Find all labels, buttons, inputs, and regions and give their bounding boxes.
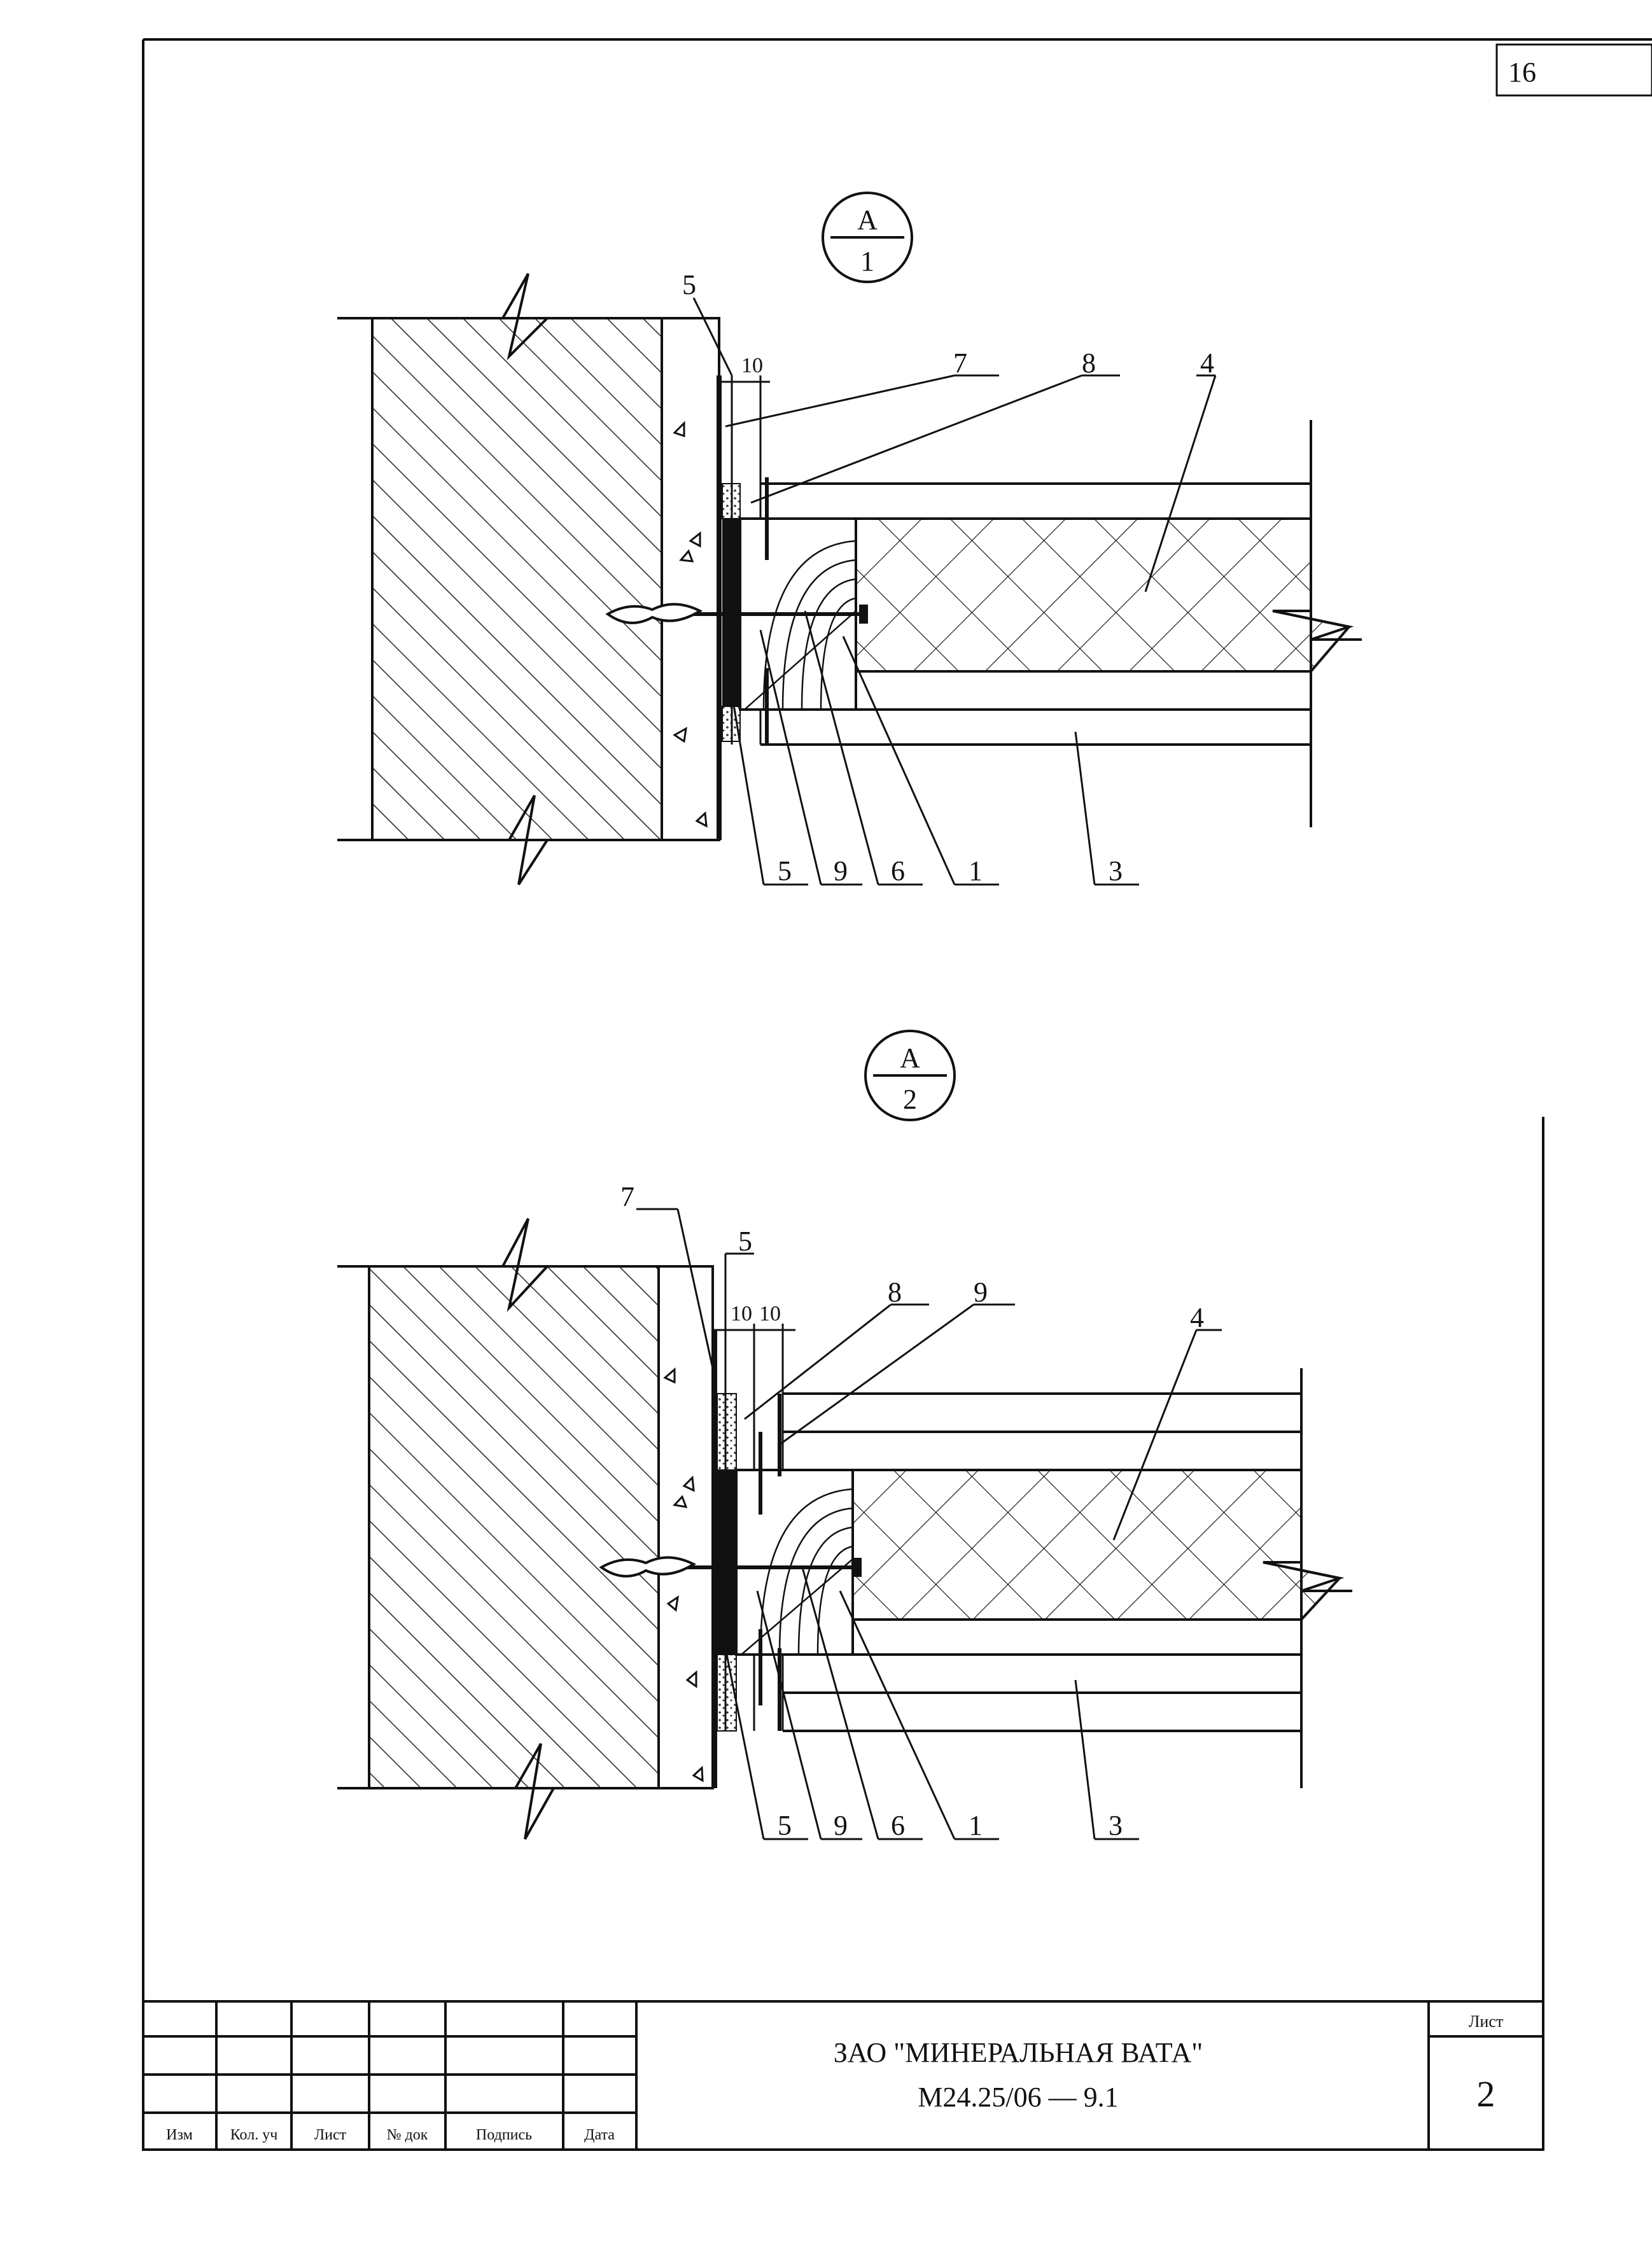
break-line-bottom — [337, 1743, 655, 1840]
label-top-5: 5 — [682, 269, 696, 300]
column-kol-uch: Кол. уч — [230, 2127, 278, 2143]
detail-marker-a1: А 1 — [822, 192, 913, 283]
label-top-4: 4 — [1190, 1302, 1204, 1333]
sheet-number: 2 — [1477, 2073, 1495, 2115]
column-list: Лист — [314, 2127, 347, 2143]
label-bottom-3: 3 — [1109, 855, 1123, 886]
label-top-7: 7 — [953, 347, 967, 379]
label-bottom-5: 5 — [778, 1810, 792, 1841]
label-top-8: 8 — [1082, 347, 1096, 379]
mineral-wool — [851, 1469, 1342, 1621]
dimension-label: 10 — [731, 1302, 752, 1326]
dimension-label: 10 — [741, 354, 763, 377]
title-block: Изм Кол. уч Лист № док Подпись Дата ЗАО … — [142, 2000, 1544, 2151]
label-bottom-9: 9 — [834, 1810, 848, 1841]
page-number-box: 16 — [1495, 43, 1652, 97]
marker-number: 2 — [903, 1084, 917, 1115]
mineral-wool — [855, 517, 1352, 673]
company-name: ЗАО "МИНЕРАЛЬНАЯ ВАТА" — [834, 2037, 1203, 2068]
break-line-top — [337, 273, 655, 361]
label-bottom-6: 6 — [891, 1810, 905, 1841]
anchor-bolt — [605, 603, 868, 624]
label-bottom-9: 9 — [834, 855, 848, 886]
masonry-wall — [371, 317, 663, 841]
column-izm: Изм — [166, 2127, 193, 2143]
label-top-4: 4 — [1200, 347, 1214, 379]
page-number: 16 — [1508, 57, 1536, 88]
detail-a1: А 1 10 — [337, 192, 1362, 886]
label-top-9: 9 — [974, 1277, 988, 1308]
break-line-top — [337, 1218, 655, 1312]
label-bottom-1: 1 — [969, 855, 983, 886]
label-top-5: 5 — [738, 1226, 752, 1257]
label-bottom-6: 6 — [891, 855, 905, 886]
label-bottom-1: 1 — [969, 1810, 983, 1841]
label-top-7: 7 — [620, 1181, 634, 1212]
document-code: М24.25/06 — 9.1 — [918, 2082, 1118, 2113]
marker-letter: А — [857, 204, 878, 235]
plaster-layer — [661, 317, 720, 841]
plaster-layer — [657, 1265, 714, 1789]
label-top-8: 8 — [888, 1277, 902, 1308]
marker-letter: А — [900, 1042, 920, 1074]
column-signature: Подпись — [476, 2127, 532, 2143]
column-doc-number: № док — [387, 2127, 428, 2143]
wood-block — [735, 1469, 854, 1656]
anchor-bolt — [599, 1556, 862, 1578]
detail-a2: А 2 10 10 — [337, 1030, 1352, 1841]
masonry-wall — [368, 1265, 660, 1789]
marker-number: 1 — [860, 246, 874, 277]
sheet-label: Лист — [1469, 2012, 1503, 2031]
label-bottom-5: 5 — [778, 855, 792, 886]
column-date: Дата — [584, 2127, 615, 2143]
detail-marker-a2: А 2 — [864, 1030, 956, 1121]
dimension-label: 10 — [759, 1302, 781, 1326]
break-line-bottom — [337, 795, 655, 886]
label-bottom-3: 3 — [1109, 1810, 1123, 1841]
